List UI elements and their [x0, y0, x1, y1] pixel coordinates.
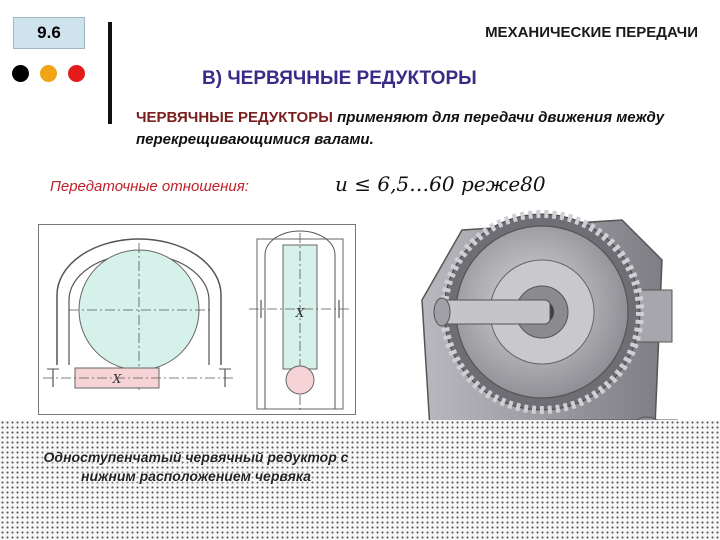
vertical-divider: [108, 22, 112, 124]
decorative-dots: [12, 65, 85, 82]
worm-label: X: [112, 372, 122, 386]
schematic-diagram: X X: [38, 224, 356, 415]
description-text: применяют для передачи движения между пе…: [136, 109, 665, 148]
dotted-footer-band: [0, 420, 720, 540]
schematic-svg: X X: [43, 230, 351, 411]
description-term: ЧЕРВЯЧНЫЕ РЕДУКТОРЫ: [136, 109, 333, 126]
ratio-label: Передаточные отношения:: [50, 178, 249, 195]
shaft-label: X: [295, 306, 305, 320]
black-dot: [12, 65, 29, 82]
slide-title: В) ЧЕРВЯЧНЫЕ РЕДУКТОРЫ: [202, 68, 477, 89]
description: ЧЕРВЯЧНЫЕ РЕДУКТОРЫ применяют для переда…: [136, 107, 696, 151]
worm-gear-reducer-image: [421, 210, 683, 493]
diagram-caption: Одноступенчатый червячный редуктор с ниж…: [43, 449, 349, 484]
red-dot: [68, 65, 85, 82]
slide-number: 9.6: [13, 17, 85, 49]
ratio-formula: u ≤ 6,5…60 реже80: [335, 172, 546, 196]
orange-dot: [40, 65, 57, 82]
section-header: МЕХАНИЧЕСКИЕ ПЕРЕДАЧИ: [485, 24, 698, 41]
